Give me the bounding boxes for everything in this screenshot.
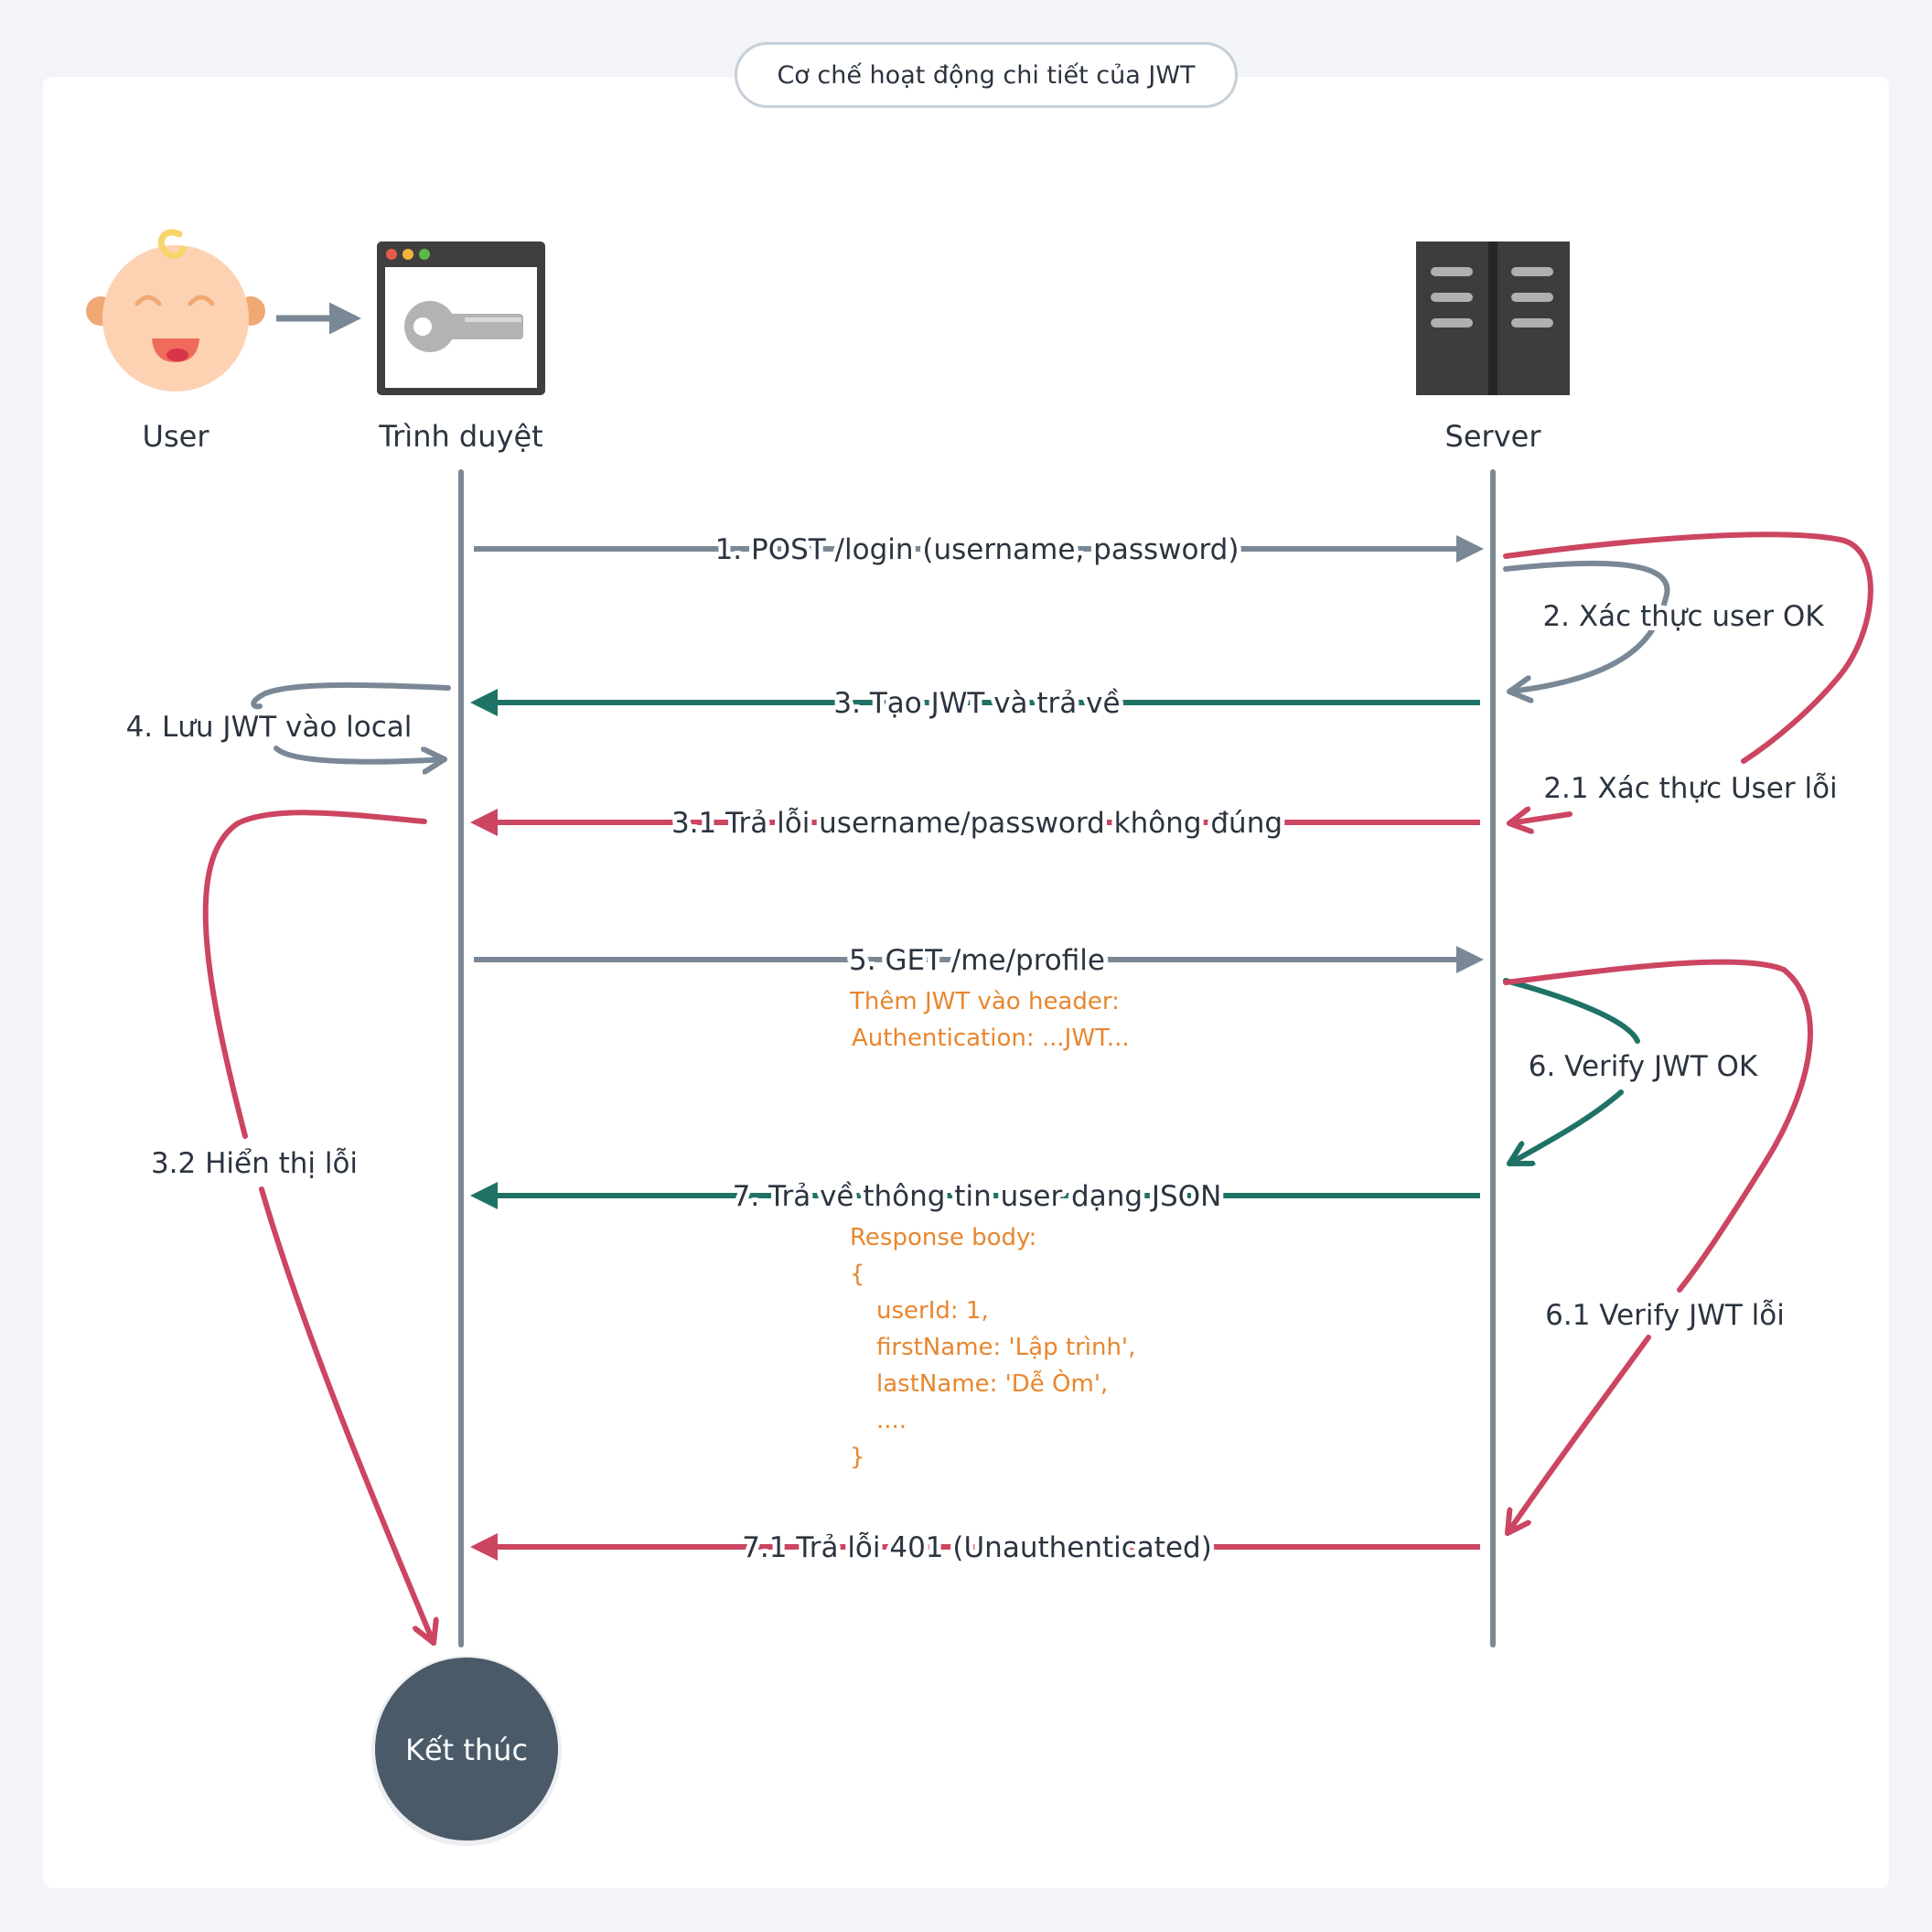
title-text: Cơ chế hoạt động chi tiết của JWT [777, 60, 1196, 90]
msg-6-1-arrow [1505, 1335, 1651, 1536]
msg-3-2-curve-top [202, 810, 427, 1139]
msg-3-label: 3. Tạo JWT và trả về [833, 687, 1120, 720]
response-note-line: firstName: 'Lập trình', [876, 1334, 1135, 1361]
msg-2-arrow [1503, 560, 1670, 692]
header-note-line: Thêm JWT vào header: [849, 988, 1120, 1015]
msg-4-arrow [274, 746, 447, 762]
user-icon [86, 229, 265, 392]
msg-4-label: 4. Lưu JWT vào local [126, 711, 413, 744]
browser-label: Trình duyệt [378, 419, 542, 454]
msg-6-label: 6. Verify JWT OK [1529, 1050, 1758, 1083]
msg-3-2-label: 3.2 Hiển thị lỗi [151, 1147, 358, 1180]
msg-3-1-label: 3.1 Trả lỗi username/password không đúng [671, 807, 1283, 840]
response-note-line: Response body: [850, 1224, 1036, 1251]
diagram-title: Cơ chế hoạt động chi tiết của JWT [735, 42, 1238, 108]
response-note-line: .... [876, 1407, 907, 1434]
msg-7-label: 7. Trả về thông tin user dạng JSON [733, 1180, 1222, 1213]
msg-6-arrow [1507, 1089, 1624, 1166]
msg-6-1-label: 6.1 Verify JWT lỗi [1545, 1299, 1785, 1332]
msg-2-1-label: 2.1 Xác thực User lỗi [1543, 772, 1837, 805]
msg-1-label: 1. POST /login (username, password) [715, 533, 1240, 566]
msg-4-curve-top [251, 682, 451, 710]
response-note: Response body: { userId: 1, firstName: '… [850, 1224, 1135, 1471]
response-note-line: } [850, 1444, 865, 1471]
browser-key-icon [377, 242, 545, 395]
msg-5-label: 5. GET /me/profile [849, 944, 1105, 977]
msg-7-1-label: 7.1 Trả lỗi 401 (Unauthenticated) [742, 1531, 1212, 1564]
server-label: Server [1445, 419, 1542, 454]
response-note-line: userId: 1, [876, 1297, 989, 1325]
diagram-canvas [43, 77, 1889, 1888]
response-note-line: lastName: 'Dễ Òm', [876, 1368, 1108, 1398]
server-icon [1416, 242, 1570, 395]
msg-6-1-curve [1503, 959, 1813, 1293]
end-node: Kết thúc [371, 1656, 562, 1846]
end-label: Kết thúc [405, 1733, 528, 1767]
header-note-line: Authentication: ...JWT... [852, 1025, 1130, 1052]
user-label: User [143, 419, 210, 454]
msg-2-1-curve [1503, 531, 1873, 764]
msg-3-2-arrow [259, 1186, 434, 1646]
response-note-line: { [850, 1261, 865, 1288]
msg-6-curve-top [1503, 978, 1640, 1044]
msg-2-1-arrow [1507, 814, 1572, 823]
msg-2-label: 2. Xác thực user OK [1542, 600, 1824, 633]
header-note: Thêm JWT vào header: Authentication: ...… [849, 988, 1130, 1052]
